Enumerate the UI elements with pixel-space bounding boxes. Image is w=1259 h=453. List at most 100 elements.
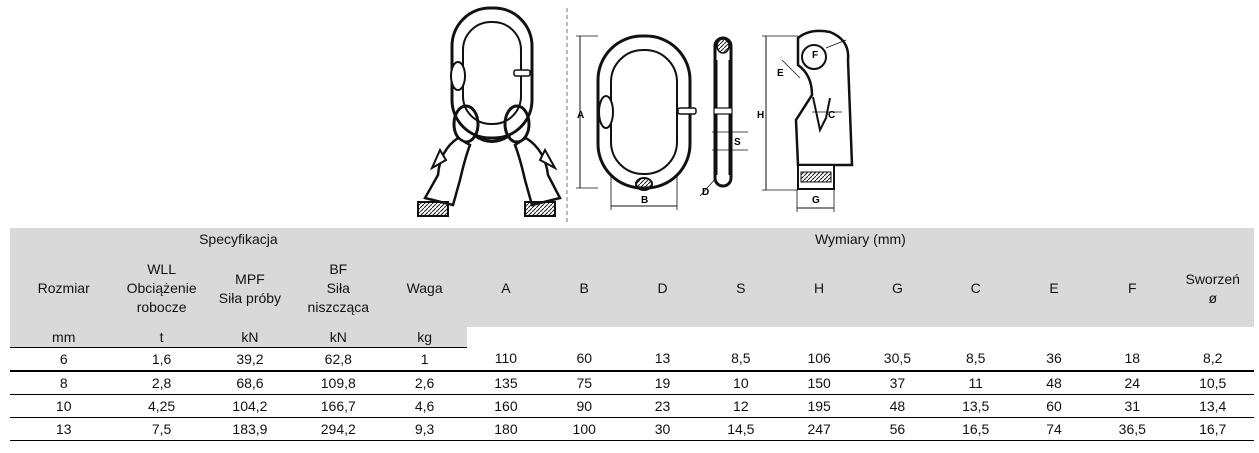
col-header-bf: BF Siła niszcząca xyxy=(294,250,383,327)
col-header-a: A xyxy=(466,250,546,327)
col-header-mpf-line2: Siła próby xyxy=(218,289,282,306)
table-cell: 13,4 xyxy=(1171,394,1254,418)
table-cell: 30 xyxy=(623,417,702,441)
table-cell: 247 xyxy=(779,417,859,441)
table-cell: 2,8 xyxy=(117,371,206,395)
table-cell: 8,2 xyxy=(1171,347,1254,372)
table-cell: 7,5 xyxy=(117,417,206,441)
col-header-g: G xyxy=(858,250,937,327)
dim-label-h: H xyxy=(757,110,764,121)
col-header-e: E xyxy=(1014,250,1094,327)
table-cell: 195 xyxy=(779,394,859,418)
table-cell: 36,5 xyxy=(1093,417,1172,441)
table-cell: 31 xyxy=(1093,394,1172,418)
table-cell: 135 xyxy=(466,371,546,395)
group-header-spec: Specyfikacja xyxy=(10,228,467,250)
col-header-bf-line3: niszcząca xyxy=(307,299,370,315)
table-cell: 160 xyxy=(466,394,546,418)
table-cell: 16,5 xyxy=(936,417,1015,441)
table-cell: 109,8 xyxy=(294,371,383,395)
table-cell: 30,5 xyxy=(858,347,937,372)
table-cell: 8,5 xyxy=(701,347,780,372)
table-cell: 12 xyxy=(701,394,780,418)
col-header-bf-line2: Siła xyxy=(326,280,350,296)
table-cell: 24 xyxy=(1093,371,1172,395)
dim-label-s: S xyxy=(734,137,741,148)
table-cell: 68,6 xyxy=(205,371,295,395)
table-cell: 10 xyxy=(701,371,780,395)
grab-hook-profile-view xyxy=(762,29,854,212)
assembly-illustration xyxy=(417,6,562,217)
table-cell: 104,2 xyxy=(205,394,295,418)
table-cell: 10,5 xyxy=(1171,371,1254,395)
unit-cell: t xyxy=(117,327,206,348)
table-cell: 62,8 xyxy=(294,347,383,372)
col-header-sworzen: Sworzeń ø xyxy=(1171,250,1254,327)
table-cell: 36 xyxy=(1014,347,1094,372)
unit-cell: kN xyxy=(294,327,383,348)
table-cell: 14,5 xyxy=(701,417,780,441)
dim-label-a: A xyxy=(577,110,584,121)
col-header-wll-line3: robocze xyxy=(136,299,187,315)
table-cell: 106 xyxy=(779,347,859,372)
table-cell: 2,6 xyxy=(382,371,467,395)
master-link-front-view xyxy=(576,34,697,210)
table-cell: 37 xyxy=(858,371,937,395)
table-cell: 8 xyxy=(10,371,118,395)
table-cell: 1 xyxy=(382,347,467,372)
dim-label-b: B xyxy=(641,195,648,206)
col-header-sworzen-line2: ø xyxy=(1208,289,1217,306)
table-cell: 110 xyxy=(466,347,546,372)
table-cell: 11 xyxy=(936,371,1015,395)
col-header-s: S xyxy=(701,250,780,327)
unit-cell: kg xyxy=(382,327,467,348)
col-header-b: B xyxy=(545,250,624,327)
unit-cell: kN xyxy=(205,327,295,348)
unit-cell: mm xyxy=(10,327,118,348)
table-cell: 8,5 xyxy=(936,347,1015,372)
table-cell: 18 xyxy=(1093,347,1172,372)
col-header-mpf: MPF Siła próby xyxy=(205,250,295,327)
dim-label-d: D xyxy=(702,187,709,198)
units-row-blank xyxy=(466,327,1254,348)
group-header-row: Specyfikacja Wymiary (mm) xyxy=(10,228,1254,250)
col-header-rozmiar: Rozmiar xyxy=(10,250,118,327)
col-header-sworzen-line1: Sworzeń xyxy=(1185,270,1240,287)
table-cell: 48 xyxy=(858,394,937,418)
group-header-dims: Wymiary (mm) xyxy=(466,228,1254,250)
table-cell: 6 xyxy=(10,347,118,372)
table-cell: 60 xyxy=(545,347,624,372)
dim-label-e: E xyxy=(777,68,784,79)
col-header-d: D xyxy=(623,250,702,327)
table-cell: 4,6 xyxy=(382,394,467,418)
units-row: mm t kN kN kg xyxy=(10,327,1254,348)
col-header-c: C xyxy=(936,250,1015,327)
table-cell: 90 xyxy=(545,394,624,418)
table-cell: 16,7 xyxy=(1171,417,1254,441)
dim-label-f: F xyxy=(812,50,818,61)
table-cell: 150 xyxy=(779,371,859,395)
table-cell: 39,2 xyxy=(205,347,295,372)
dim-label-c: C xyxy=(828,110,835,121)
col-header-wll-line2: Obciążenie xyxy=(126,280,197,296)
table-cell: 183,9 xyxy=(205,417,295,441)
table-cell: 1,6 xyxy=(117,347,206,372)
table-cell: 74 xyxy=(1014,417,1094,441)
col-header-mpf-line1: MPF xyxy=(235,270,265,287)
table-cell: 4,25 xyxy=(117,394,206,418)
table-cell: 13 xyxy=(10,417,118,441)
table-cell: 60 xyxy=(1014,394,1094,418)
table-cell: 19 xyxy=(623,371,702,395)
table-cell: 75 xyxy=(545,371,624,395)
table-cell: 166,7 xyxy=(294,394,383,418)
col-header-wll-line1: WLL xyxy=(147,261,176,277)
col-header-h: H xyxy=(779,250,859,327)
specification-table: Specyfikacja Wymiary (mm) Rozmiar WLL Ob… xyxy=(10,228,1254,441)
table-cell: 23 xyxy=(623,394,702,418)
product-technical-drawing: A B S D H C E F G xyxy=(417,6,854,222)
table-cell: 13,5 xyxy=(936,394,1015,418)
column-header-row: Rozmiar WLL Obciążenie robocze MPF Siła … xyxy=(10,250,1254,327)
